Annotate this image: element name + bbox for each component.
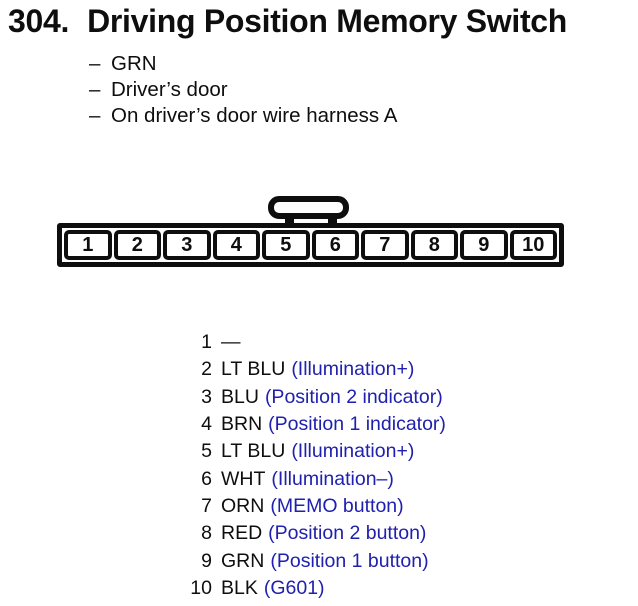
pinout-list: 1 — 2 LT BLU (Illumination+) 3 BLU (Posi… — [178, 329, 446, 602]
connector-pin-cell: 5 — [262, 230, 310, 260]
latch-leg-right — [328, 213, 337, 225]
pin-row: 8 RED (Position 2 button) — [178, 520, 446, 547]
pin-row: 3 BLU (Position 2 indicator) — [178, 384, 446, 411]
note-dash: – — [89, 52, 101, 75]
pin-function: (Position 1 button) — [270, 549, 429, 572]
section-number: 304. — [8, 3, 70, 39]
pin-row: 4 BRN (Position 1 indicator) — [178, 411, 446, 438]
pin-function: (Illumination–) — [271, 467, 394, 490]
pin-wire-color: GRN — [221, 549, 265, 572]
connector-diagram: 1 2 3 4 5 6 7 8 9 10 — [57, 196, 564, 267]
pin-function: (Position 2 indicator) — [264, 385, 443, 408]
pin-wire-color: BLU — [221, 385, 259, 408]
pin-row: 7 ORN (MEMO button) — [178, 493, 446, 520]
pin-number: 10 — [190, 576, 212, 599]
pin-number: 9 — [201, 549, 212, 572]
note-row: – GRN — [89, 51, 397, 77]
connector-pin-cell: 2 — [113, 230, 161, 260]
connector-pin-cell: 8 — [410, 230, 458, 260]
pin-function: (G601) — [263, 576, 325, 599]
pin-wire-color: BRN — [221, 413, 263, 436]
section-title-text: Driving Position Memory Switch — [87, 3, 568, 39]
pin-row: 9 GRN (Position 1 button) — [178, 547, 446, 574]
connector-pin-cell: 10 — [509, 230, 557, 260]
notes-list: – GRN – Driver’s door – On driver’s door… — [89, 51, 397, 129]
note-text: On driver’s door wire harness A — [111, 104, 398, 127]
connector-pin-cell: 6 — [311, 230, 359, 260]
pin-function: (Position 2 button) — [268, 522, 427, 545]
pin-wire-color: BLK — [221, 576, 258, 599]
latch-leg-left — [285, 213, 294, 225]
note-dash: – — [89, 104, 101, 127]
pin-row: 6 WHT (Illumination–) — [178, 465, 446, 492]
note-text: Driver’s door — [111, 78, 228, 101]
pin-number: 8 — [201, 522, 212, 545]
connector-pin-cell: 3 — [163, 230, 211, 260]
pin-wire-color: RED — [221, 522, 263, 545]
pin-row: 5 LT BLU (Illumination+) — [178, 438, 446, 465]
note-dash: – — [89, 78, 101, 101]
pin-number: 4 — [201, 413, 212, 436]
pin-wire-color: LT BLU — [221, 358, 286, 381]
pin-function: (Position 1 indicator) — [268, 413, 446, 436]
pin-function: (Illumination+) — [291, 440, 415, 463]
pin-wire-color: — — [221, 331, 241, 354]
note-row: – On driver’s door wire harness A — [89, 103, 397, 129]
pin-wire-color: WHT — [221, 467, 266, 490]
connector-pin-cell: 7 — [361, 230, 409, 260]
connector-pin-cell: 4 — [212, 230, 260, 260]
pin-row: 10 BLK (G601) — [178, 575, 446, 602]
pin-row: 2 LT BLU (Illumination+) — [178, 356, 446, 383]
page-title: 304. Driving Position Memory Switch — [8, 3, 567, 40]
connector-body: 1 2 3 4 5 6 7 8 9 10 — [57, 223, 564, 267]
pin-number: 5 — [201, 440, 212, 463]
pin-wire-color: LT BLU — [221, 440, 286, 463]
pin-number: 3 — [201, 385, 212, 408]
pin-wire-color: ORN — [221, 494, 265, 517]
pin-number: 1 — [201, 331, 212, 354]
pin-function: (MEMO button) — [270, 494, 404, 517]
pin-function: (Illumination+) — [291, 358, 415, 381]
note-text: GRN — [111, 52, 157, 75]
pin-row: 1 — — [178, 329, 446, 356]
note-row: – Driver’s door — [89, 77, 397, 103]
pin-number: 2 — [201, 358, 212, 381]
connector-pin-cell: 9 — [460, 230, 508, 260]
pin-number: 7 — [201, 494, 212, 517]
connector-pin-cell: 1 — [64, 230, 112, 260]
pin-number: 6 — [201, 467, 212, 490]
